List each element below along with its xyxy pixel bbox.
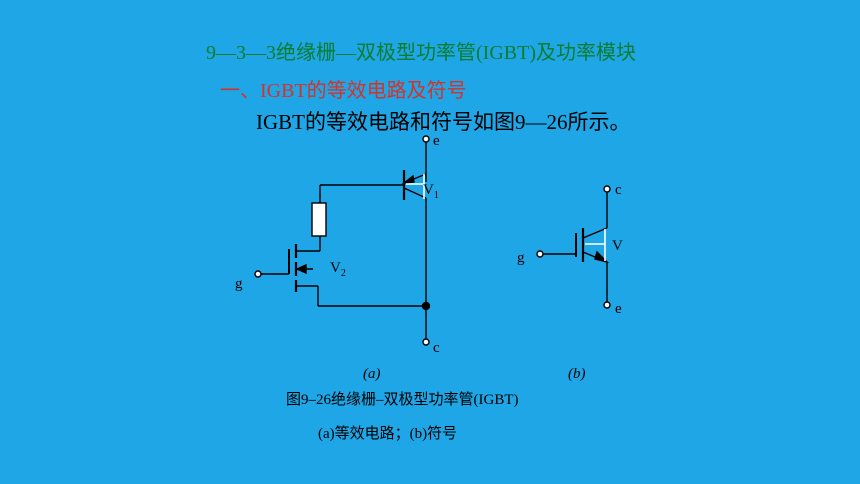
terminal-c-b bbox=[603, 185, 611, 193]
label-g-b: g bbox=[517, 250, 525, 266]
terminal-g-b bbox=[536, 250, 544, 258]
figure-subtitle: (a)等效电路；(b)符号 bbox=[318, 426, 458, 442]
label-e-a: e bbox=[433, 133, 440, 149]
label-v1: V1 bbox=[423, 182, 439, 201]
caption-a: (a) bbox=[363, 366, 381, 382]
terminal-c-a bbox=[422, 338, 430, 346]
intro-text: IGBT的等效电路和符号如图9—26所示。 bbox=[256, 110, 631, 134]
label-e-b: e bbox=[615, 301, 622, 317]
terminal-e-b bbox=[603, 301, 611, 309]
slide-heading: 9—3—3绝缘栅—双极型功率管(IGBT)及功率模块 bbox=[206, 42, 636, 64]
label-c-a: c bbox=[433, 340, 440, 356]
label-v-b: V bbox=[612, 238, 623, 254]
label-g-a: g bbox=[235, 276, 243, 292]
equivalent-circuit bbox=[254, 135, 431, 346]
igbt-symbol bbox=[536, 185, 611, 309]
label-c-b: c bbox=[615, 182, 622, 198]
terminal-g-a bbox=[254, 270, 262, 278]
section-subheading: 一、IGBT的等效电路及符号 bbox=[220, 80, 467, 102]
label-v2: V2 bbox=[330, 260, 346, 279]
terminal-e-a bbox=[422, 135, 430, 143]
figure-title: 图9–26绝缘栅–双极型功率管(IGBT) bbox=[286, 392, 519, 408]
caption-b: (b) bbox=[568, 366, 586, 382]
resistor bbox=[311, 202, 327, 237]
